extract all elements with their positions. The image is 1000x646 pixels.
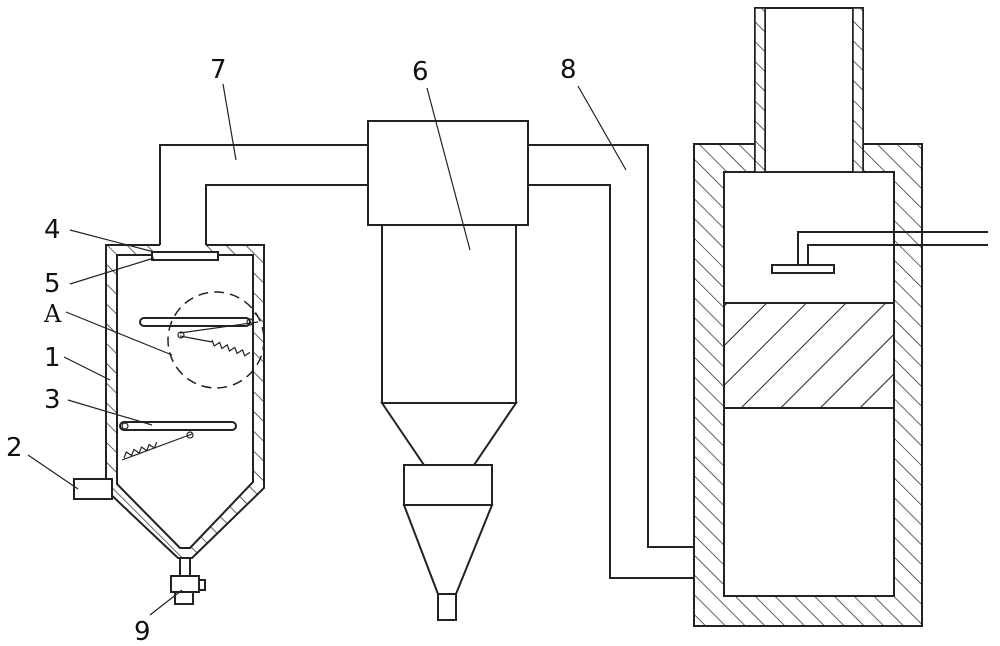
leader-lines <box>27 83 627 616</box>
collection-tank <box>693 7 988 627</box>
label-3: 3 <box>44 385 61 415</box>
lower-spring <box>123 441 158 459</box>
filter-plate <box>151 251 219 261</box>
upper-baffle <box>139 317 259 357</box>
label-9: 9 <box>134 617 151 646</box>
inlet-pipe <box>73 478 113 500</box>
outlet-valve <box>170 557 206 605</box>
upper-spring <box>211 339 251 357</box>
label-2: 2 <box>6 433 23 463</box>
cyclone-separator <box>367 120 529 621</box>
pipe-7 <box>159 144 368 245</box>
label-8: 8 <box>560 55 577 85</box>
label-4: 4 <box>44 215 61 245</box>
label-a: A <box>43 300 62 328</box>
label-5: 5 <box>44 269 61 299</box>
label-1: 1 <box>44 343 61 373</box>
vessel <box>105 243 265 559</box>
detail-circle-a <box>167 291 265 389</box>
label-7: 7 <box>210 55 227 85</box>
label-6: 6 <box>412 57 429 87</box>
part-labels: 4 5 A 1 3 2 9 7 6 8 <box>6 55 577 646</box>
